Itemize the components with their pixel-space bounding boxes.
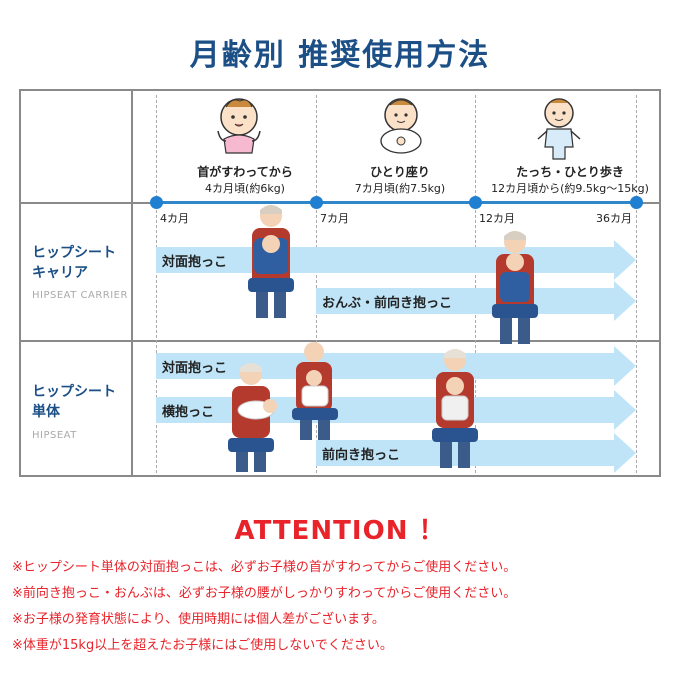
hipseat-front-photo <box>292 342 338 440</box>
stage-title: たっち・ひとり歩き <box>516 165 624 179</box>
arrow-label: 前向き抱っこ <box>322 448 401 463</box>
stage-caption: ひとり座り 7カ月頃(約7.5kg) <box>325 163 475 196</box>
timeline-dot <box>469 196 482 209</box>
stage-caption: たっち・ひとり歩き 12カ月頃から(約9.5kg〜15kg) <box>475 163 665 196</box>
stage-title: 首がすわってから <box>197 165 293 179</box>
guide-line <box>156 95 157 473</box>
attention-title: ATTENTION ！ <box>234 516 446 546</box>
baby-standing-icon <box>537 98 581 160</box>
row-sublabel: HIPSEAT CARRIER <box>32 290 128 301</box>
row-sublabel: HIPSEAT <box>32 430 77 441</box>
row-label: ヒップシート 単体 <box>32 382 116 422</box>
guide-line <box>475 95 476 473</box>
stage-detail: 12カ月頃から(約9.5kg〜15kg) <box>491 182 649 195</box>
timeline-dot <box>150 196 163 209</box>
month-label: 7カ月 <box>320 212 349 225</box>
baby-4month-icon <box>217 98 261 154</box>
arrow-label: 対面抱っこ <box>162 361 228 376</box>
arrow-label: 横抱っこ <box>162 405 215 420</box>
usage-table <box>19 89 661 477</box>
column-divider <box>131 89 133 477</box>
row-label-line: ヒップシート <box>32 384 116 400</box>
page-title: 月齢別 推奨使用方法 <box>189 38 491 73</box>
row-label-line: 単体 <box>32 404 60 420</box>
stage-detail: 4カ月頃(約6kg) <box>205 182 285 195</box>
stage-detail: 7カ月頃(約7.5kg) <box>354 182 446 195</box>
month-label: 12カ月 <box>479 212 515 225</box>
hipseat-forward-photo <box>432 349 478 468</box>
arrow-label: おんぶ・前向き抱っこ <box>322 296 453 311</box>
timeline-dot <box>310 196 323 209</box>
attention-note: ※前向き抱っこ・おんぶは、必ずお子様の腰がしっかりすわってからご使用ください。 <box>12 586 517 601</box>
usage-arrow: 対面抱っこ <box>156 240 636 280</box>
row-divider <box>19 340 661 342</box>
stage-title: ひとり座り <box>370 165 430 179</box>
usage-arrow: おんぶ・前向き抱っこ <box>316 281 636 321</box>
row-label: ヒップシート キャリア <box>32 243 116 283</box>
guide-line <box>316 95 317 473</box>
timeline-dot <box>630 196 643 209</box>
attention-note: ※お子様の発育状態により、使用時期には個人差がございます。 <box>12 612 385 627</box>
guide-line <box>636 95 637 473</box>
usage-arrow: 対面抱っこ <box>156 346 636 386</box>
carrier-front-photo <box>248 205 294 318</box>
stage-caption: 首がすわってから 4カ月頃(約6kg) <box>170 163 320 196</box>
timeline-line <box>156 201 636 204</box>
row-label-line: キャリア <box>32 265 88 281</box>
arrow-label: 対面抱っこ <box>162 255 228 270</box>
row-label-line: ヒップシート <box>32 245 116 261</box>
baby-sitting-icon <box>380 98 422 154</box>
attention-note: ※ヒップシート単体の対面抱っこは、必ずお子様の首がすわってからご使用ください。 <box>12 560 517 575</box>
hipseat-side-photo <box>228 363 277 472</box>
carrier-back-photo <box>492 231 538 344</box>
month-label: 36カ月 <box>596 212 632 225</box>
attention-note: ※体重が15kg以上を超えたお子様にはご使用しないでください。 <box>12 638 393 653</box>
month-label: 4カ月 <box>160 212 189 225</box>
